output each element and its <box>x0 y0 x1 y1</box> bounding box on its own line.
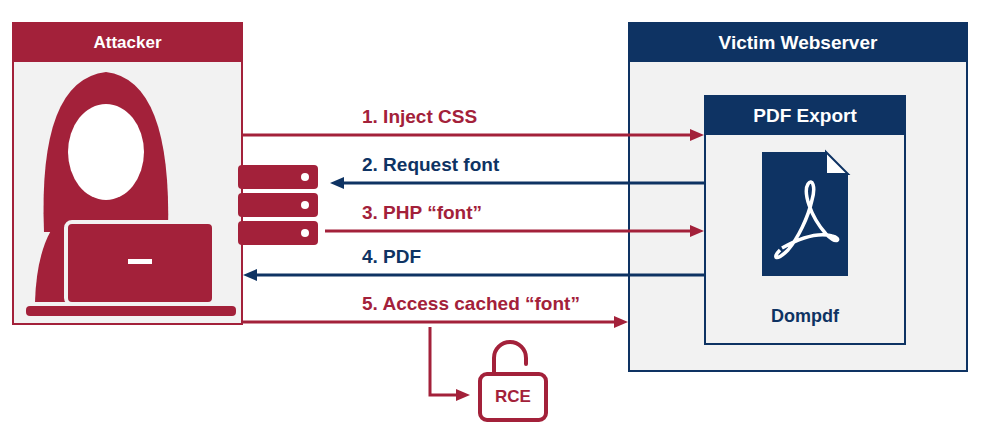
label-holder: 4. PDF <box>362 245 421 269</box>
lock-icon: RCE <box>476 338 550 424</box>
leader-arrow <box>430 327 460 395</box>
lock-label: RCE <box>476 338 550 407</box>
label-holder: 1. Inject CSS <box>362 105 477 129</box>
attacker-hood <box>44 72 169 232</box>
lock-shackle <box>494 342 526 374</box>
flow-arrow <box>243 134 694 137</box>
label-holder: 3. PHP “font” <box>362 201 482 225</box>
flow-arrow <box>340 182 704 185</box>
label-holder: 2. Request font <box>362 153 499 177</box>
laptop-base <box>26 306 236 316</box>
laptop-mark <box>128 259 152 264</box>
victim-server-icon <box>930 29 962 57</box>
attacker-server-icon <box>238 165 318 245</box>
panel-heading: PDF Export <box>706 97 904 135</box>
flow-arrow <box>253 274 704 277</box>
step-label: 5. Access cached “font” <box>362 292 580 316</box>
step-label: 4. PDF <box>362 245 421 269</box>
flow-arrow <box>325 230 694 233</box>
component-name: Dompdf <box>706 305 904 327</box>
flow-arrow <box>243 321 618 324</box>
attacker-face <box>68 104 144 200</box>
lock-outline <box>476 338 550 424</box>
label-holder: 5. Access cached “font” <box>362 292 580 316</box>
panel-heading: Attacker <box>14 24 241 62</box>
step-label: 1. Inject CSS <box>362 105 477 129</box>
pdf-icon <box>762 152 848 276</box>
laptop-screen <box>66 222 214 304</box>
step-label: 3. PHP “font” <box>362 201 482 225</box>
panel-heading: Victim Webserver <box>630 24 966 62</box>
step-label: 2. Request font <box>362 153 499 177</box>
